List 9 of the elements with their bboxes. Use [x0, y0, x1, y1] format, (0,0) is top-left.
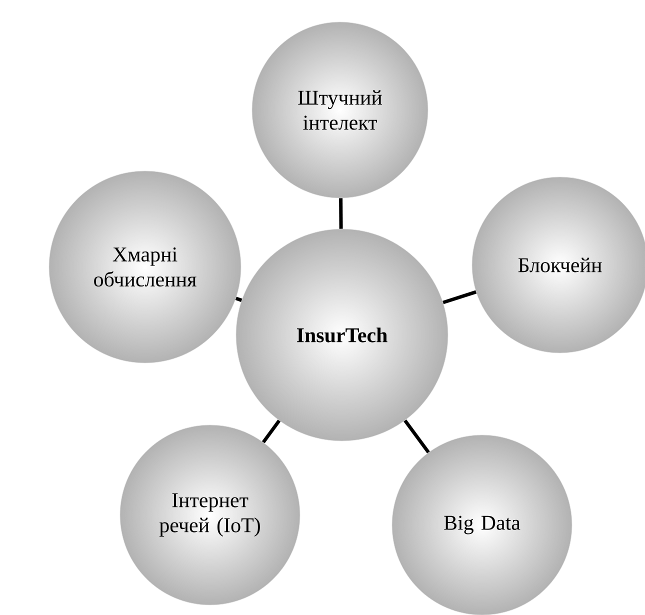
connector-line [339, 198, 343, 229]
circle-node: Інтернет речей (IoT) [120, 424, 300, 606]
connector-line [262, 420, 281, 444]
connector-line [235, 296, 242, 302]
connector-line [442, 290, 477, 304]
connector-line [404, 419, 430, 454]
circle-node: Хмарні обчислення [48, 170, 242, 364]
circle-node: Штучний інтелект [252, 22, 428, 198]
circle-node: InsurTech [236, 228, 448, 442]
